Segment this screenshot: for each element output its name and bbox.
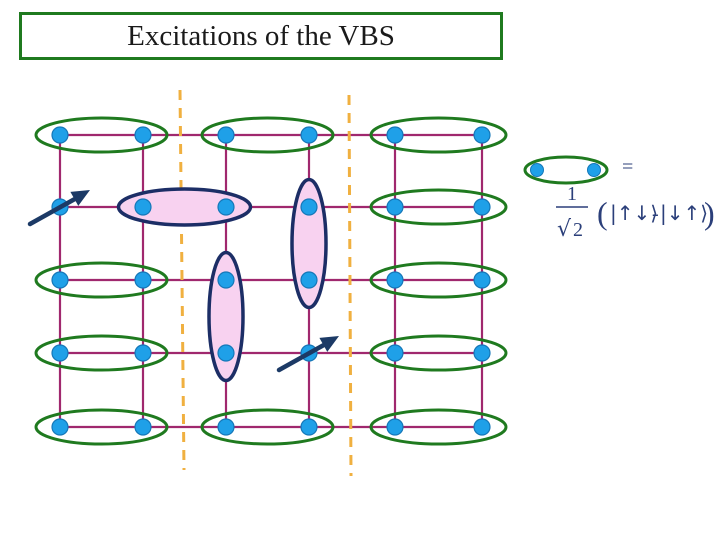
formula-paren-close: ) [704, 195, 715, 231]
domain-walls [178, 89, 353, 477]
page-title: Excitations of the VBS [127, 19, 395, 52]
singlet-bond-5 [369, 261, 508, 299]
site-r3-c0 [51, 344, 69, 362]
spinons [27, 190, 339, 373]
title-box: Excitations of the VBS [19, 12, 503, 60]
legend-site-left [530, 163, 544, 177]
singlet-bond-6 [34, 334, 169, 372]
site-r1-c1 [134, 198, 152, 216]
site-r3-c5 [473, 344, 491, 362]
site-r4-c1 [134, 418, 152, 436]
site-r0-c1 [134, 126, 152, 144]
legend-site-right [587, 163, 601, 177]
spin-up-arrow-icon [27, 190, 90, 227]
site-r1-c5 [473, 198, 491, 216]
lattice-bonds [58, 133, 484, 429]
site-r4-c4 [386, 418, 404, 436]
domain-wall-right [347, 94, 353, 477]
excited-bond-0 [116, 187, 253, 227]
singlet-bond-2 [369, 116, 508, 154]
lattice-sites [51, 126, 491, 436]
singlet-bond-4 [34, 261, 169, 299]
site-r1-c2 [217, 198, 235, 216]
site-r2-c2 [217, 271, 235, 289]
site-r2-c4 [386, 271, 404, 289]
singlet-bond-1 [200, 116, 335, 154]
site-r4-c2 [217, 418, 235, 436]
formula-ket-up-down: |↑↓⟩ [610, 201, 658, 225]
singlet-bond-0 [34, 116, 169, 154]
site-r3-c1 [134, 344, 152, 362]
formula-numerator: 1 [567, 183, 577, 205]
spin-up-arrow-icon [276, 336, 339, 373]
formula-minus: - [652, 203, 659, 225]
legend-equals: = [622, 156, 633, 178]
excited-bond-1 [207, 250, 245, 383]
domain-wall-left [178, 89, 186, 471]
site-r4-c5 [473, 418, 491, 436]
site-r0-c0 [51, 126, 69, 144]
site-r3-c4 [386, 344, 404, 362]
singlet-bond-9 [200, 408, 335, 446]
singlet-bond-8 [34, 408, 169, 446]
site-r3-c2 [217, 344, 235, 362]
legend-singlet-ellipse [523, 155, 609, 185]
site-r1-c3 [300, 198, 318, 216]
singlet-bond-7 [369, 334, 508, 372]
singlet-bond-10 [369, 408, 508, 446]
formula-ket-down-up: |↓↑⟩ [660, 201, 708, 225]
singlet-legend: = 1 √ 2 ( |↑↓⟩ - |↓↑⟩ ) [523, 155, 715, 242]
site-r2-c5 [473, 271, 491, 289]
formula-paren-open: ( [597, 195, 608, 231]
excited-bonds [116, 177, 328, 383]
site-r0-c3 [300, 126, 318, 144]
site-r2-c1 [134, 271, 152, 289]
site-r2-c3 [300, 271, 318, 289]
site-r4-c0 [51, 418, 69, 436]
site-r0-c4 [386, 126, 404, 144]
site-r0-c5 [473, 126, 491, 144]
site-r1-c4 [386, 198, 404, 216]
site-r4-c3 [300, 418, 318, 436]
singlet-bonds [34, 116, 508, 446]
site-r0-c2 [217, 126, 235, 144]
excited-bond-2 [290, 177, 328, 310]
singlet-bond-3 [369, 188, 508, 226]
formula-radicand: 2 [573, 219, 583, 241]
formula-radical: √ [557, 217, 572, 242]
site-r2-c0 [51, 271, 69, 289]
